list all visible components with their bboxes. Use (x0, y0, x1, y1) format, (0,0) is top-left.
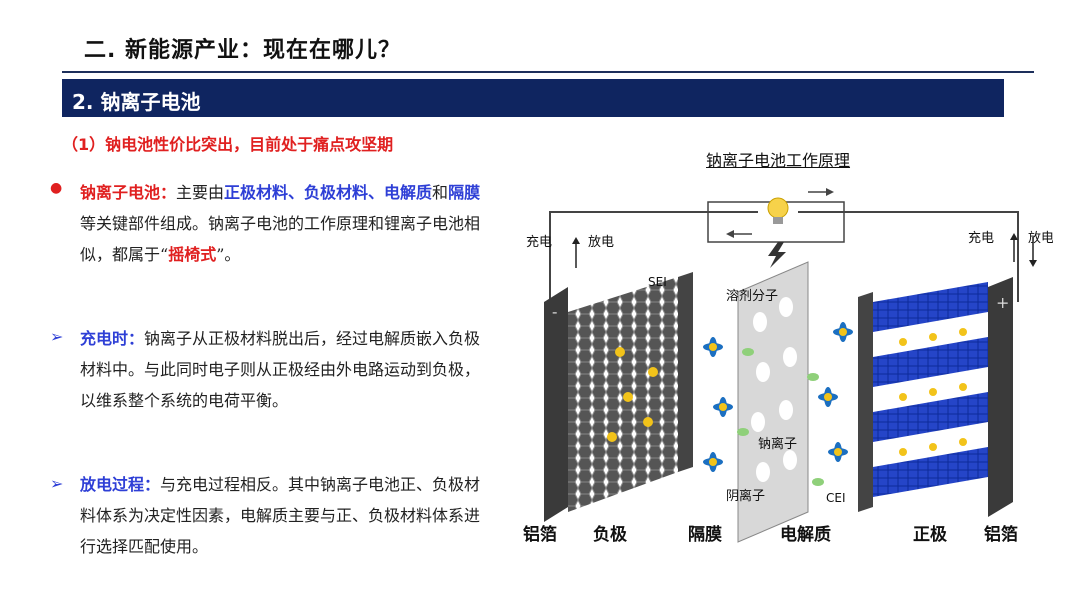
bullet-paragraph-1: 钠离子电池：主要由正极材料、负极材料、电解质和隔膜等关键部件组成。钠离子电池的工… (80, 183, 481, 264)
sodium-ion-label: 钠离子 (758, 436, 797, 452)
bullet-paragraph-3: 放电过程：与充电过程相反。其中钠离子电池正、负极材料体系为决定性因素，电解质主要… (80, 475, 481, 556)
component-labels: 铝箔 负极 隔膜 电解质 正极 铝箔 (523, 524, 1018, 545)
label-electrolyte: 电解质 (780, 524, 831, 545)
subheading: （1）钠电池性价比突出，目前处于痛点攻坚期 (62, 135, 394, 154)
cathode-layers (873, 282, 988, 497)
section-title: 2. 钠离子电池 (72, 90, 201, 114)
label-cathode: 正极 (913, 525, 947, 545)
arrow-bullet-icon: ➢ (50, 327, 64, 346)
section-banner: 2. 钠离子电池 (62, 79, 1004, 117)
right-discharge-label: 放电 (1028, 231, 1053, 246)
bullet-paragraph-2: 充电时：钠离子从正极材料脱出后，经过电解质嵌入负极材料中。与此同时电子则从正极经… (80, 329, 481, 410)
up-arrow-icon (1010, 233, 1018, 240)
positive-sign: + (996, 293, 1009, 312)
separator (737, 261, 809, 543)
arrow-bullet-icon: ➢ (50, 474, 64, 493)
label-left-foil: 铝箔 (523, 524, 557, 545)
solvent-label: 溶剂分子 (726, 289, 778, 304)
left-charge-label: 充电 (526, 234, 552, 250)
solvated-ions (703, 322, 853, 472)
negative-sign: - (552, 302, 557, 321)
battery-diagram: 充电 放电 充电 放电 - SEI 溶剂分子 钠离子 阴离子 (523, 188, 1053, 545)
right-charge-label: 充电 (968, 230, 994, 246)
right-aluminum-foil (988, 277, 1013, 517)
sei-layer (678, 272, 693, 472)
label-anode: 负极 (593, 524, 627, 545)
anode-graphite (568, 277, 678, 512)
external-circuit (549, 188, 1019, 302)
left-discharge-label: 放电 (588, 235, 614, 250)
cei-layer (858, 292, 873, 512)
left-aluminum-foil (544, 287, 568, 522)
lightning-icon (768, 242, 786, 268)
cathode-sodium-ions (899, 328, 967, 456)
cei-label: CEI (826, 491, 846, 505)
sei-label: SEI (648, 275, 667, 289)
label-right-foil: 铝箔 (984, 524, 1018, 545)
lightbulb-icon (767, 197, 789, 224)
anion-particles (737, 348, 824, 486)
separator-pores (751, 297, 797, 482)
anode-sodium-ions (607, 347, 658, 442)
diagram-title: 钠离子电池工作原理 (706, 151, 851, 170)
bullet-dot-icon: ● (50, 180, 63, 196)
label-separator: 隔膜 (688, 524, 722, 545)
page-title: 二. 新能源产业：现在在哪儿？ (84, 38, 402, 63)
up-arrow-icon (572, 237, 580, 244)
anion-label: 阴离子 (726, 488, 765, 504)
title-divider (62, 71, 1034, 73)
down-arrow-icon (1029, 260, 1037, 267)
